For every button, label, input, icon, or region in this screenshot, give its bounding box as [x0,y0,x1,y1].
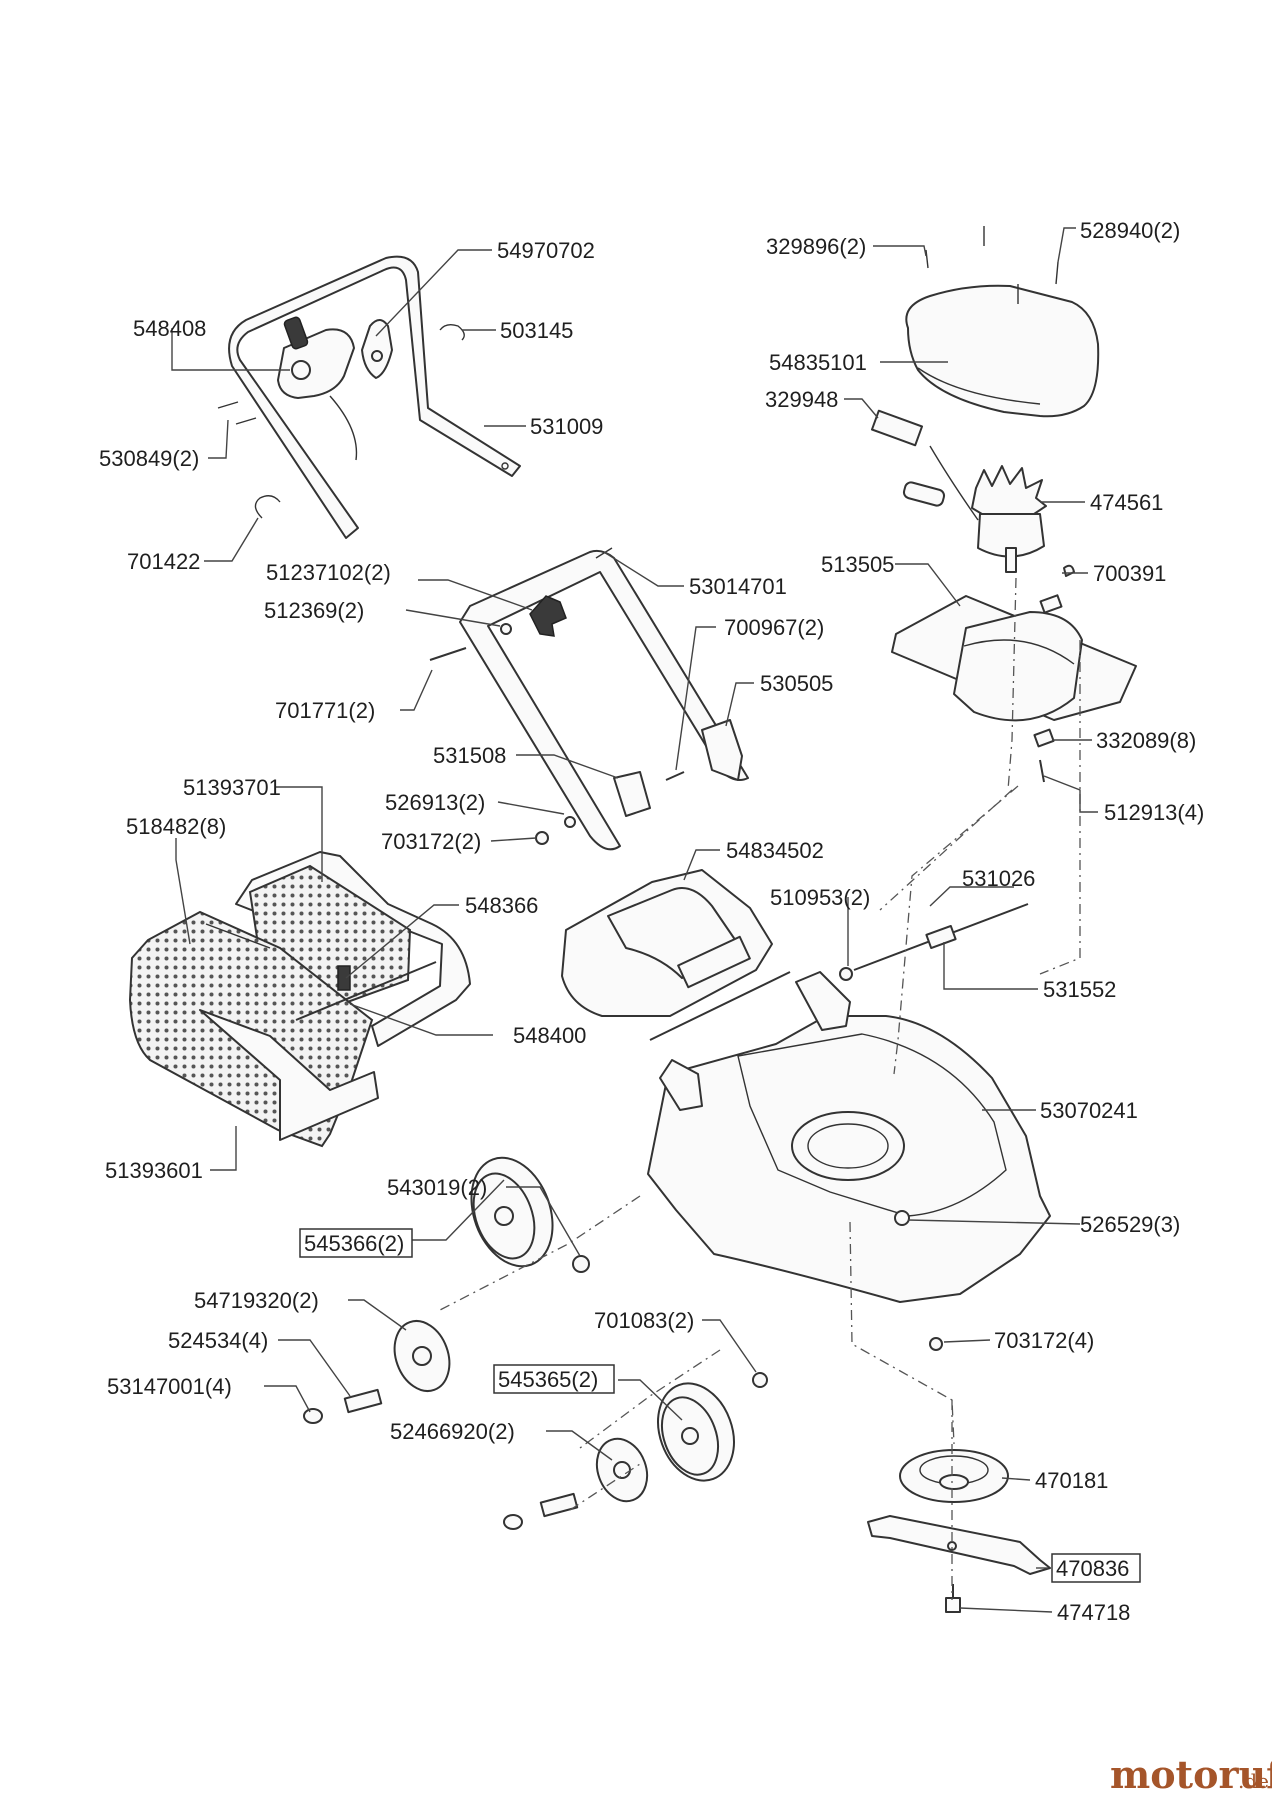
label-512369[interactable]: 512369(2) [264,598,364,623]
watermark-logo: motoruf .de [1110,1752,1272,1797]
washer-543019-shape [572,1255,590,1273]
label-531552[interactable]: 531552 [1043,977,1116,1002]
caps-53147001 [303,1408,523,1530]
grass-bag-frame-51393701 [235,851,471,1047]
label-701083[interactable]: 701083(2) [594,1308,694,1333]
label-470836[interactable]: 470836 [1056,1556,1129,1581]
bolt-512913-shape [1039,759,1045,783]
label-518482[interactable]: 518482(8) [126,814,226,839]
front-wheel-545365 [657,1382,735,1482]
label-531009[interactable]: 531009 [530,414,603,439]
label-510953[interactable]: 510953(2) [770,885,870,910]
washer-510953-shape [839,967,853,981]
label-545365-box [493,1364,615,1394]
label-470836-box [1051,1553,1141,1583]
switch-box-548408 [277,316,358,461]
brackets-530505-531508 [613,719,743,817]
washer-512369-shape [500,623,512,635]
label-513505[interactable]: 513505 [821,552,894,577]
cable-clip-54970702 [361,319,393,379]
label-51237102[interactable]: 51237102(2) [266,560,391,585]
screws-329896-528940 [925,226,1059,304]
blade-470836 [867,1515,1051,1575]
label-503145[interactable]: 503145 [500,318,573,343]
label-53070241[interactable]: 53070241 [1040,1098,1138,1123]
label-524534[interactable]: 524534(4) [168,1328,268,1353]
spring-531552-shape [925,924,957,950]
small-hardware-526913-703172 [535,816,576,845]
deck-53070241 [647,971,1051,1303]
label-54970702[interactable]: 54970702 [497,238,595,263]
label-54835101[interactable]: 54835101 [769,350,867,375]
wheel-bolts-524534 [343,1388,579,1518]
nut-703172-shape [929,1337,943,1351]
label-526529[interactable]: 526529(3) [1080,1212,1180,1237]
label-543019[interactable]: 543019(2) [387,1175,487,1200]
capacitor-329948 [870,409,924,447]
label-512913[interactable]: 512913(4) [1104,800,1204,825]
label-53147001[interactable]: 53147001(4) [107,1374,232,1399]
rear-flap-54834502 [561,869,791,1041]
label-701422[interactable]: 701422 [127,549,200,574]
label-474718[interactable]: 474718 [1057,1600,1130,1625]
part-548366-shape [337,965,351,991]
motor-mount-513505 [891,595,1137,722]
label-54719320[interactable]: 54719320(2) [194,1288,319,1313]
nut-332089-shape [1033,728,1055,748]
label-701771[interactable]: 701771(2) [275,698,375,723]
wheel-cap-54719320 [393,1320,451,1392]
label-54834502[interactable]: 54834502 [726,838,824,863]
label-329948[interactable]: 329948 [765,387,838,412]
label-531026[interactable]: 531026 [962,866,1035,891]
watermark-text: motoruf [1110,1752,1272,1797]
label-329896[interactable]: 329896(2) [766,234,866,259]
bolt-700967-shape [665,771,685,781]
label-51393701[interactable]: 51393701 [183,775,281,800]
upper-handle-531009 [228,255,521,539]
wheel-cap-52466920 [595,1437,649,1503]
label-528940[interactable]: 528940(2) [1080,218,1180,243]
clip-503145-shape [439,323,465,341]
bolt-526529-shape [894,1210,910,1226]
assembly-lines [439,577,1081,1600]
screws-530849 [217,401,257,425]
label-52466920[interactable]: 52466920(2) [390,1419,515,1444]
fan-470181 [899,1449,1009,1503]
blade-bolt-474718 [945,1584,961,1613]
nut-shape [1039,594,1063,614]
knob-51237102 [529,595,567,637]
key-700391-shape [1063,564,1075,577]
motor-474561 [902,445,1047,573]
ring-701422-shape [254,495,281,519]
label-548408[interactable]: 548408 [133,316,206,341]
label-548400[interactable]: 548400 [513,1023,586,1048]
motor-cover-54835101 [905,284,1100,418]
label-548366[interactable]: 548366 [465,893,538,918]
watermark-suffix: .de [1238,1769,1269,1793]
label-51393601[interactable]: 51393601 [105,1158,203,1183]
rod-548400-shape [295,961,437,1021]
bolt-701771-shape [429,647,467,661]
washer-701083-shape [752,1372,768,1388]
label-474561[interactable]: 474561 [1090,490,1163,515]
label-545366[interactable]: 545366(2) [304,1231,404,1256]
label-700391[interactable]: 700391 [1093,561,1166,586]
label-545366-box [299,1228,413,1258]
grass-bag-51393601 [128,910,379,1148]
part-labels: 54970702 548408 503145 531009 530849(2) … [99,218,1204,1625]
label-703172-4[interactable]: 703172(4) [994,1328,1094,1353]
label-703172-2[interactable]: 703172(2) [381,829,481,854]
label-545365[interactable]: 545365(2) [498,1367,598,1392]
label-530505[interactable]: 530505 [760,671,833,696]
label-526913[interactable]: 526913(2) [385,790,485,815]
label-531508[interactable]: 531508 [433,743,506,768]
label-53014701[interactable]: 53014701 [689,574,787,599]
leader-lines [171,227,1098,1613]
label-470181[interactable]: 470181 [1035,1468,1108,1493]
label-530849[interactable]: 530849(2) [99,446,199,471]
label-332089[interactable]: 332089(8) [1096,728,1196,753]
label-700967[interactable]: 700967(2) [724,615,824,640]
